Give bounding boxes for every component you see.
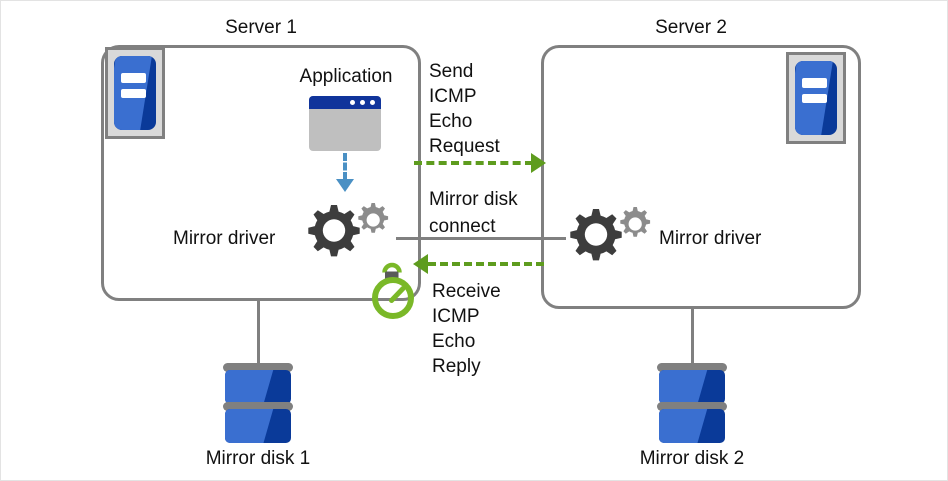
window-dot-3: [370, 100, 375, 105]
server1-disk1-connector: [257, 299, 260, 367]
mirror-driver-label-left: Mirror driver: [173, 228, 276, 249]
gears-icon-left: [305, 197, 393, 259]
window-dot-2: [360, 100, 365, 105]
stopwatch-ring: [372, 277, 414, 319]
mirror-disk-connect-line-2: connect: [429, 216, 496, 237]
disk2-slab-top: [659, 370, 725, 404]
application-label: Application: [299, 66, 393, 87]
disk1-plate-top: [223, 363, 293, 372]
mirror-driver-label-right: Mirror driver: [659, 228, 762, 249]
server2-disk2-connector: [691, 307, 694, 367]
server2-box: [541, 45, 861, 309]
mirror-disk-connect-line-1: Mirror disk: [429, 189, 518, 210]
green-dashed-left-arrow-head: [413, 254, 428, 274]
server2-title: Server 2: [655, 17, 727, 38]
server1-icon-body: [114, 56, 156, 130]
stopwatch-hand: [389, 286, 406, 303]
window-dot-1: [350, 100, 355, 105]
disk2-plate-top: [657, 363, 727, 372]
server-icon-bar-2: [120, 88, 146, 99]
disk1-slab-bottom: [225, 409, 291, 443]
receive-icmp-line-2: ICMP: [432, 306, 480, 327]
server2-icon: [786, 52, 846, 144]
application-window-titlebar: [309, 96, 381, 109]
gears-svg-left: [308, 203, 389, 257]
send-icmp-line-4: Request: [429, 136, 500, 157]
receive-icmp-line-4: Reply: [432, 356, 481, 377]
disk1-plate-mid: [223, 402, 293, 411]
gear-small-right: [620, 207, 651, 237]
server1-icon: [105, 47, 165, 139]
green-dashed-left-arrow-shaft: [428, 262, 544, 266]
disk-stack-icon-1: [223, 363, 293, 443]
disk2-slab-bottom: [659, 409, 725, 443]
mirror-disk2-label: Mirror disk 2: [639, 448, 745, 469]
server-icon-bar-1: [801, 78, 827, 88]
blue-dashed-down-arrow-head: [336, 179, 354, 192]
receive-icmp-line-1: Receive: [432, 281, 501, 302]
gear-small-left: [358, 203, 389, 233]
server2-icon-body: [795, 61, 837, 135]
blue-dashed-down-arrow-shaft: [343, 153, 347, 180]
disk2-plate-mid: [657, 402, 727, 411]
stopwatch-icon: [367, 260, 427, 322]
gears-icon-right: [567, 201, 655, 263]
stopwatch-loop: [382, 262, 402, 273]
stopwatch-svg: [372, 262, 414, 319]
gears-svg-right: [570, 207, 651, 261]
mirror-disk1-label: Mirror disk 1: [205, 448, 311, 469]
server1-box: [101, 45, 421, 301]
server1-title: Server 1: [225, 17, 297, 38]
server-icon-bar-2: [801, 93, 827, 104]
send-icmp-line-3: Echo: [429, 111, 473, 132]
server-icon-bar-1: [120, 73, 146, 83]
mirror-disk-connect-line: [396, 237, 566, 240]
disk1-slab-top: [225, 370, 291, 404]
gear-large-right: [570, 209, 622, 261]
send-icmp-line-2: ICMP: [429, 86, 477, 107]
application-window-icon: [309, 96, 381, 151]
green-dashed-right-arrow-shaft: [414, 161, 533, 165]
receive-icmp-line-3: Echo: [432, 331, 476, 352]
gear-large-left: [308, 205, 360, 257]
disk-stack-icon-2: [657, 363, 727, 443]
send-icmp-line-1: Send: [429, 61, 474, 82]
green-dashed-right-arrow-head: [531, 153, 546, 173]
